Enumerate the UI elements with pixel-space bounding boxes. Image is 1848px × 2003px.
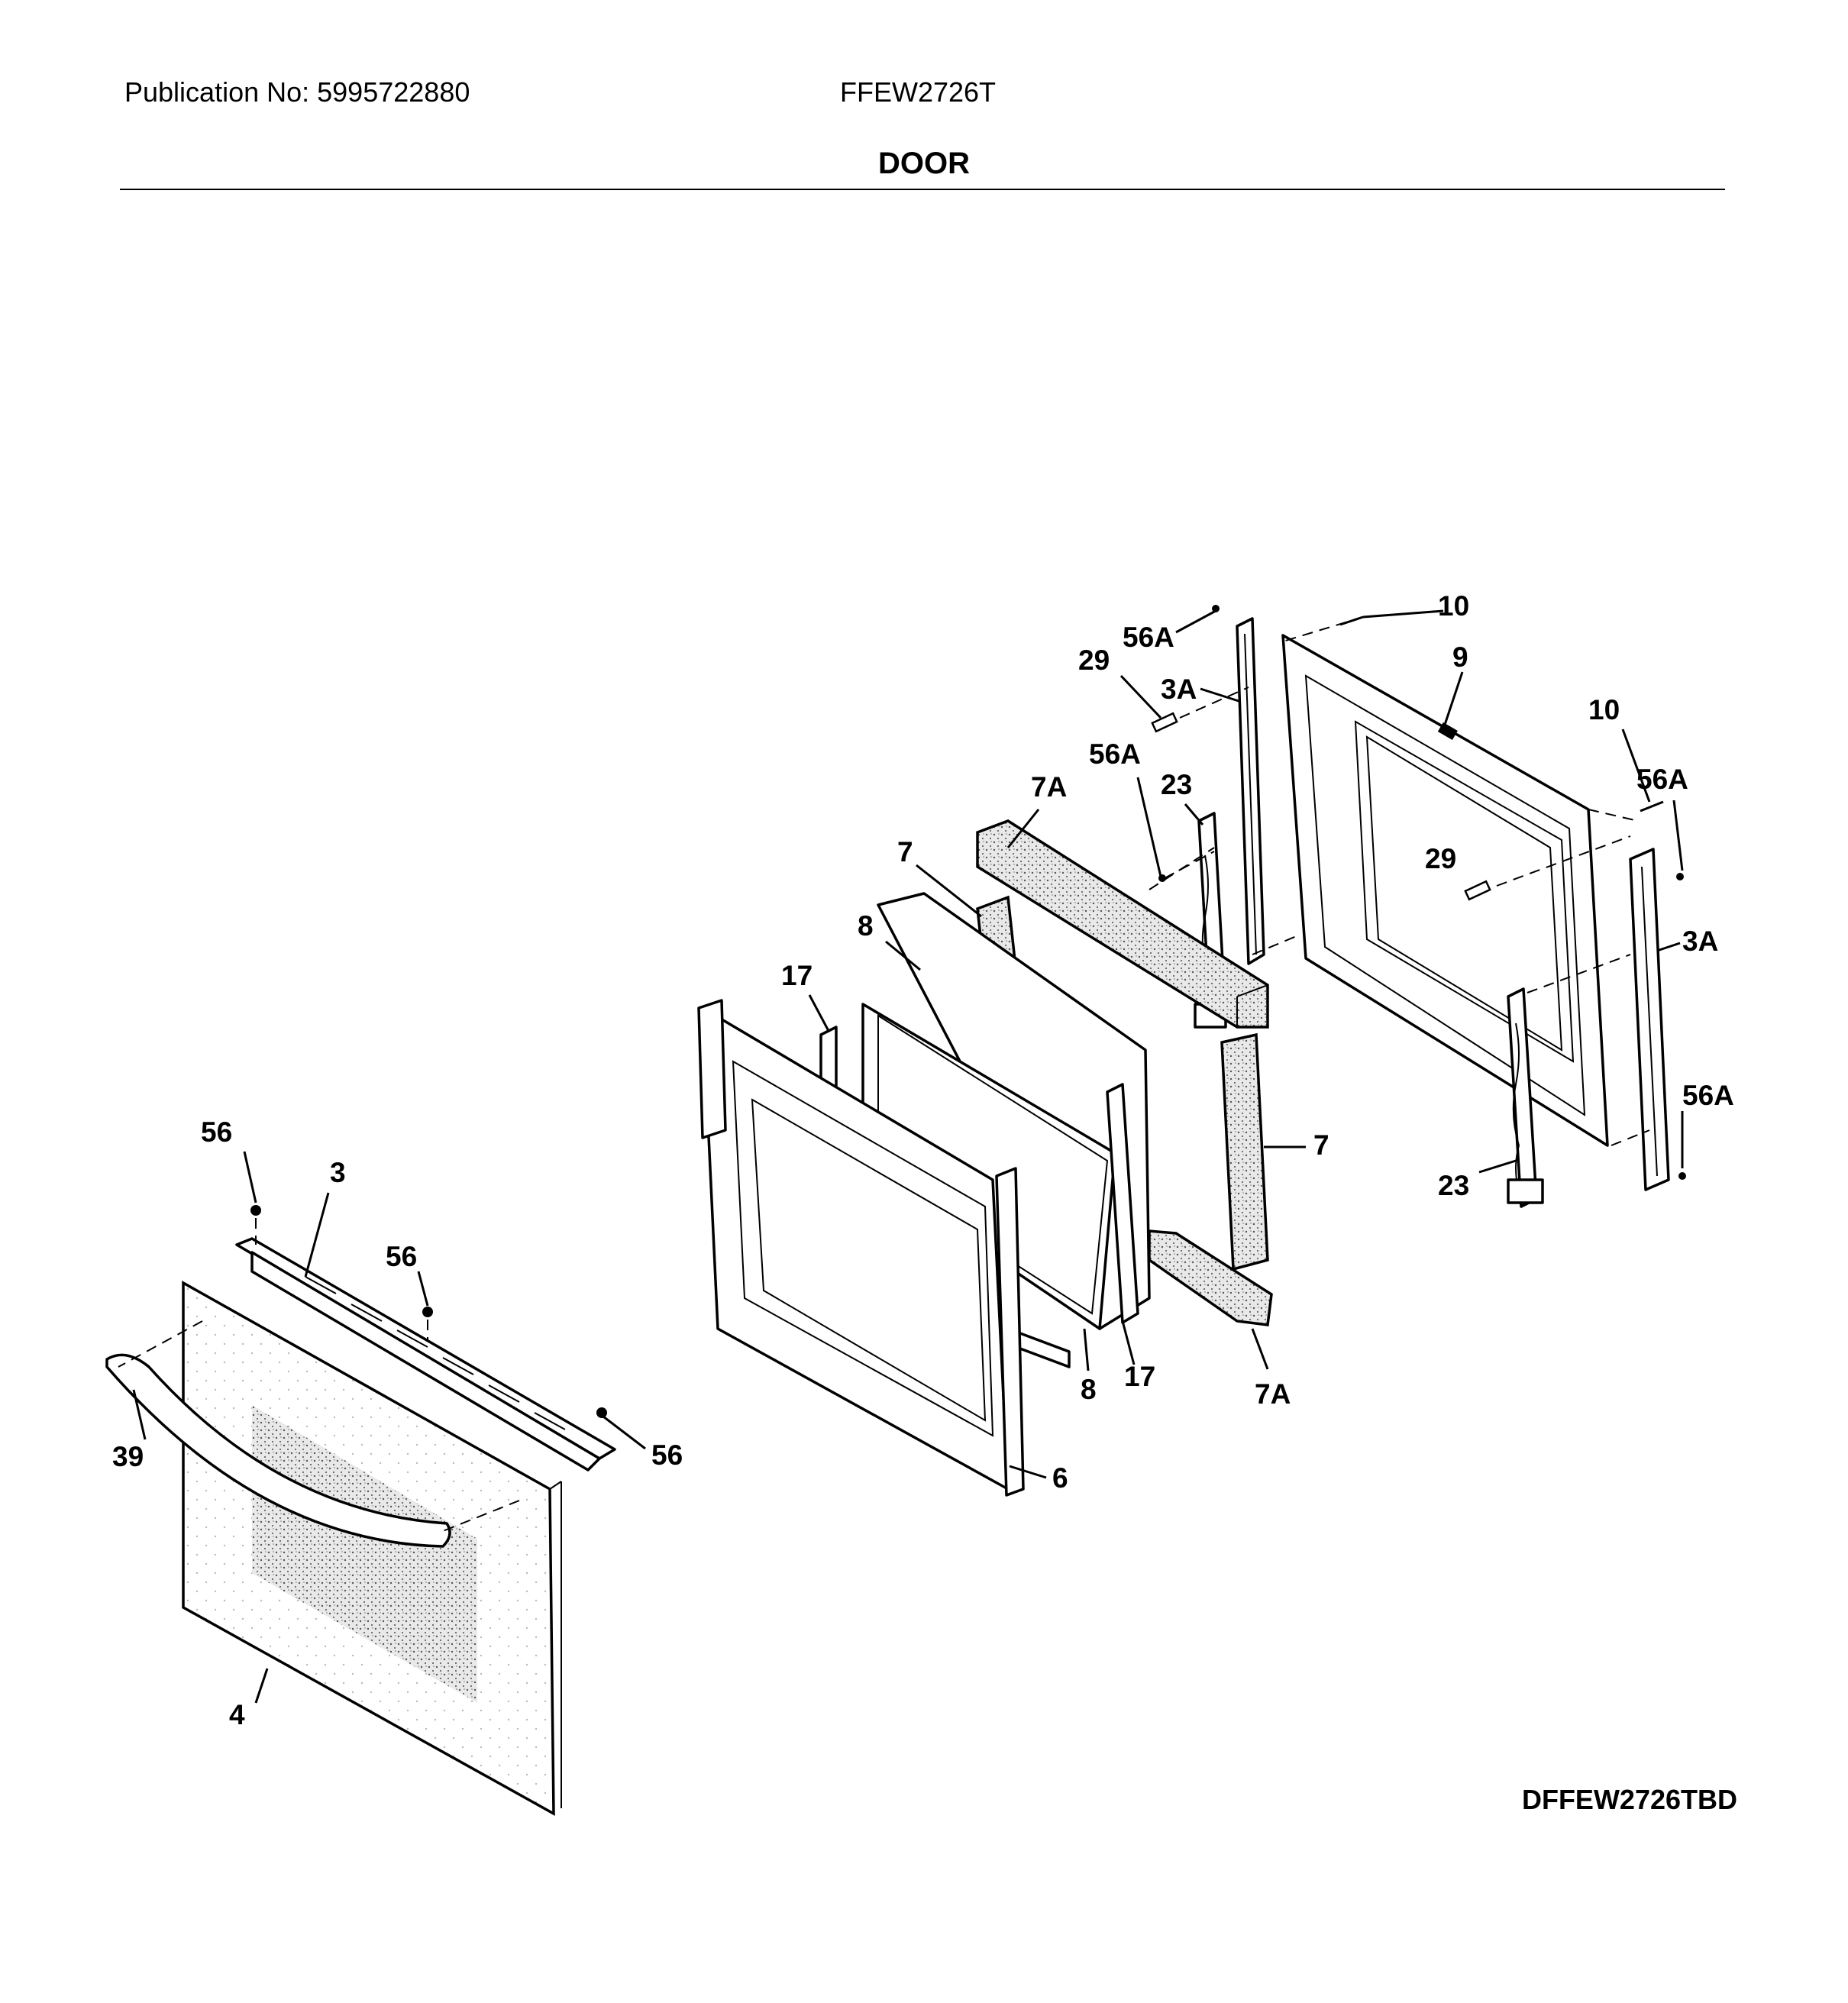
callout-7a-low: 7A xyxy=(1255,1378,1291,1410)
callout-56a-low: 56A xyxy=(1682,1080,1734,1111)
alignment-lines xyxy=(118,616,1650,1532)
callout-56-right: 56 xyxy=(651,1439,683,1471)
callout-56a-right: 56A xyxy=(1636,764,1688,795)
screws xyxy=(250,605,1686,1418)
callout-8-low: 8 xyxy=(1081,1374,1097,1405)
model-number: FFEW2726T xyxy=(840,76,997,108)
callout-39: 39 xyxy=(112,1441,144,1472)
leader-lines xyxy=(132,609,1684,1704)
part-7-right-insulation xyxy=(1220,1032,1269,1271)
part-7a-upper-insulation xyxy=(976,819,1269,1029)
callout-9: 9 xyxy=(1452,641,1468,673)
callout-7a-top: 7A xyxy=(1031,771,1067,803)
part-3a-right-channel xyxy=(1629,848,1670,1191)
callout-6: 6 xyxy=(1052,1462,1068,1494)
part-4-outer-door-panel xyxy=(182,1281,562,1816)
part-23-lower-hinge xyxy=(1507,987,1544,1208)
callout-29-top: 29 xyxy=(1078,645,1110,676)
diagram-code: DFFEW2726TBD xyxy=(1521,1784,1737,1815)
callout-3a-right: 3A xyxy=(1682,926,1718,957)
callout-17-top: 17 xyxy=(781,960,813,991)
callout-3: 3 xyxy=(330,1157,346,1188)
callout-7-top: 7 xyxy=(897,836,913,867)
part-3-top-trim xyxy=(235,1237,616,1472)
callout-23-low: 23 xyxy=(1438,1170,1469,1201)
part-3a-left-channel xyxy=(1236,617,1265,965)
header-divider xyxy=(120,189,1725,190)
callout-56a-mid: 56A xyxy=(1089,738,1141,770)
part-39-door-handle xyxy=(105,1353,451,1548)
callout-56-left: 56 xyxy=(201,1116,232,1148)
callout-10-top: 10 xyxy=(1438,590,1469,622)
page-title: DOOR xyxy=(878,147,970,180)
callout-56a-top: 56A xyxy=(1123,622,1174,653)
callout-8-top: 8 xyxy=(858,910,874,942)
callout-3a-left: 3A xyxy=(1161,674,1197,705)
callout-4: 4 xyxy=(229,1699,245,1730)
callout-23-top: 23 xyxy=(1161,769,1192,800)
part-9-inner-door-panel xyxy=(1281,634,1609,1147)
part-6-door-frame xyxy=(697,999,1025,1497)
callout-7-right: 7 xyxy=(1313,1129,1329,1161)
callout-10-right: 10 xyxy=(1588,694,1620,725)
callout-56-mid: 56 xyxy=(386,1241,417,1272)
callout-labels: 56A 10 29 3A 9 10 56A 56A 23 7A 7 29 3A … xyxy=(112,590,1734,1730)
callout-17-low: 17 xyxy=(1124,1361,1155,1392)
publication-number: Publication No: 5995722880 xyxy=(124,76,470,108)
callout-29-mid: 29 xyxy=(1425,843,1456,874)
